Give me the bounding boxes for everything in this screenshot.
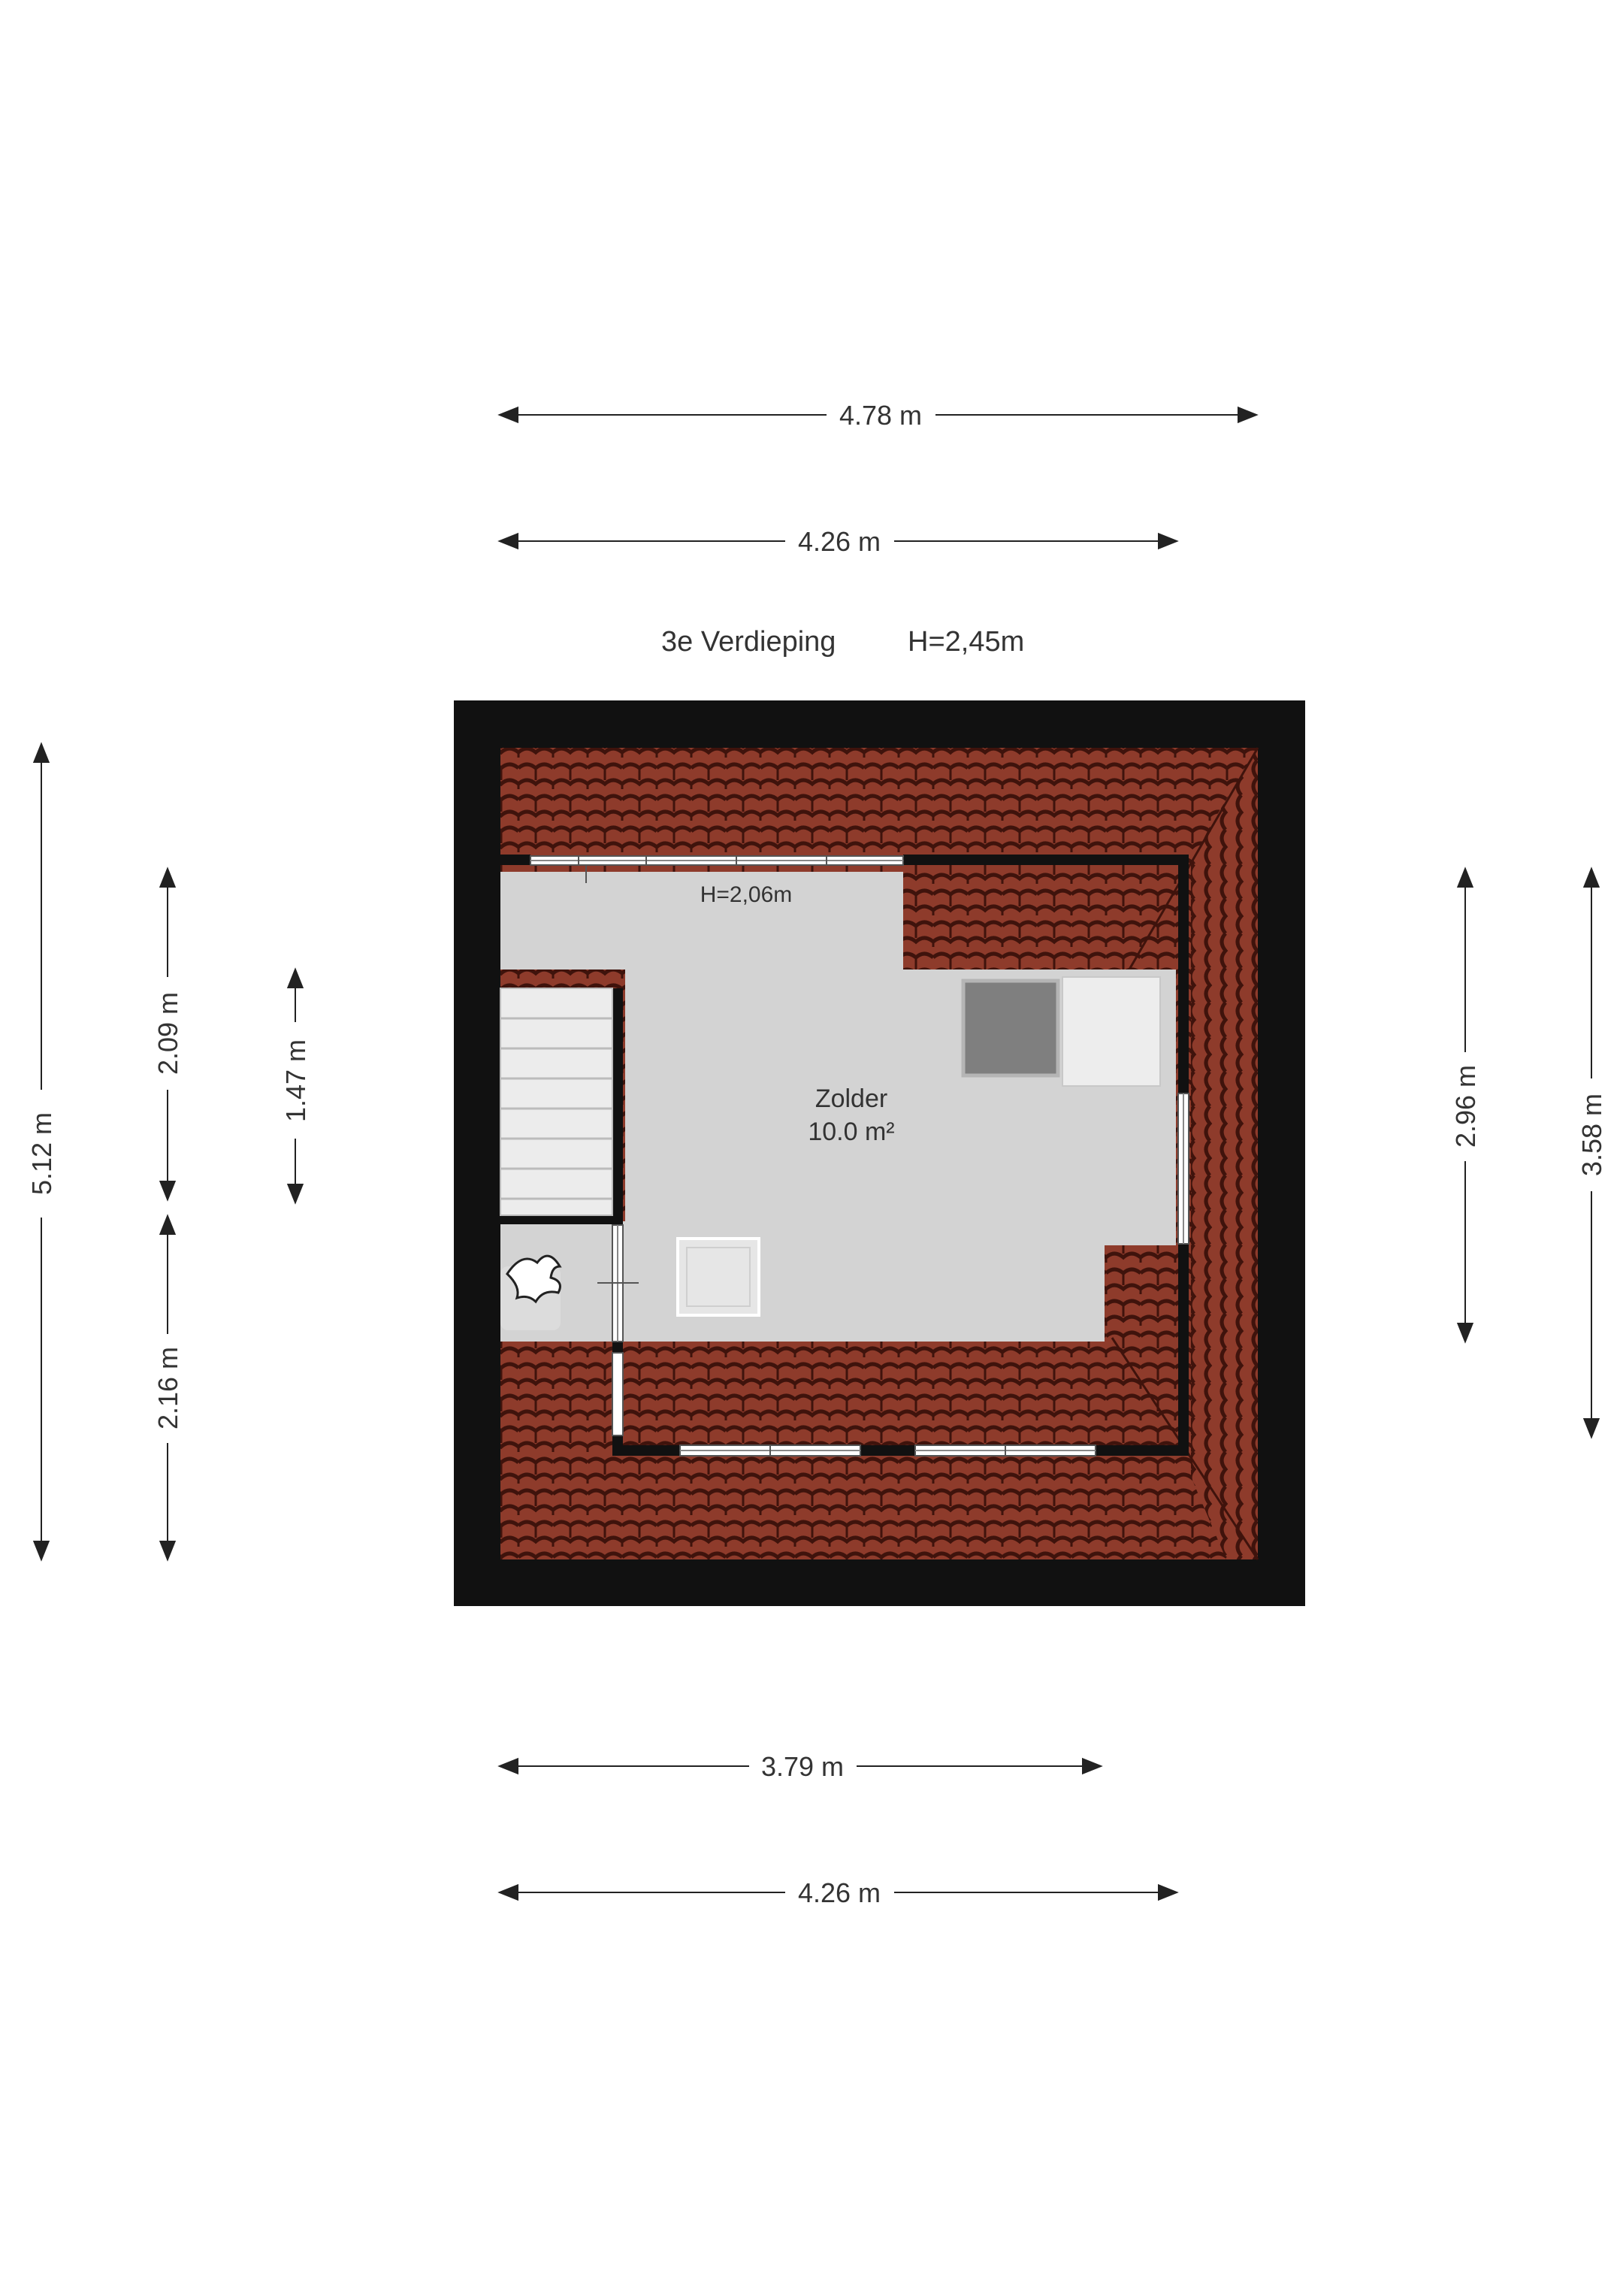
counter-unit [1062,976,1161,1087]
dimension-top-outer: 4.78 m [497,400,1259,431]
dimension-left-total-label: 5.12 m [26,1112,57,1195]
room-name: Zolder [815,1084,887,1113]
roof-tiles-side [1191,748,1258,1559]
wall-top-right [903,855,1187,865]
window-top [530,855,904,883]
dimension-left-stair: 1.47 m [280,967,311,1205]
dimension-left-lower: 2.16 m [153,1214,183,1562]
floor-title: 3e Verdieping [661,626,836,658]
window-left-lower [612,1352,624,1436]
dimension-left-upper-label: 2.09 m [153,992,183,1075]
dimension-bottom-outer-label: 4.26 m [798,1877,881,1908]
appliance-unit [961,979,1060,1078]
dimension-left-lower-label: 2.16 m [153,1347,183,1429]
wall-closet [500,1215,623,1224]
roof-hatch [676,1237,760,1317]
dimension-right-inner-label: 2.96 m [1450,1065,1481,1148]
dimension-left-stair-label: 1.47 m [280,1039,311,1122]
wall-top-left [500,855,530,865]
heater-flame-icon [506,1254,562,1304]
dimension-left-total: 5.12 m [26,742,57,1562]
dimension-right-outer: 3.58 m [1576,867,1607,1439]
dimension-bottom-inner: 3.79 m [497,1751,1103,1782]
roof-hip-line-top [1126,747,1259,974]
room-area: 10.0 m² [808,1118,894,1146]
dimension-top-inner: 4.26 m [497,526,1179,557]
dimension-top-inner-label: 4.26 m [798,526,881,557]
dimension-bottom-inner-label: 3.79 m [761,1751,844,1782]
dimension-top-outer-label: 4.78 m [839,400,922,431]
room-local-height: H=2,06m [700,882,793,907]
staircase [500,988,613,1216]
wall-stair [612,988,623,1220]
window-bottom-right [914,1444,1096,1457]
window-bottom-left [679,1444,861,1457]
door-closet [597,1224,639,1342]
dimension-right-outer-label: 3.58 m [1576,1094,1607,1176]
window-right [1177,1093,1189,1245]
dimension-left-upper: 2.09 m [153,867,183,1202]
dimension-bottom-outer: 4.26 m [497,1877,1179,1908]
floor-height: H=2,45m [908,626,1024,658]
dimension-right-inner: 2.96 m [1450,867,1481,1344]
roof-hatch-inner [686,1247,751,1307]
